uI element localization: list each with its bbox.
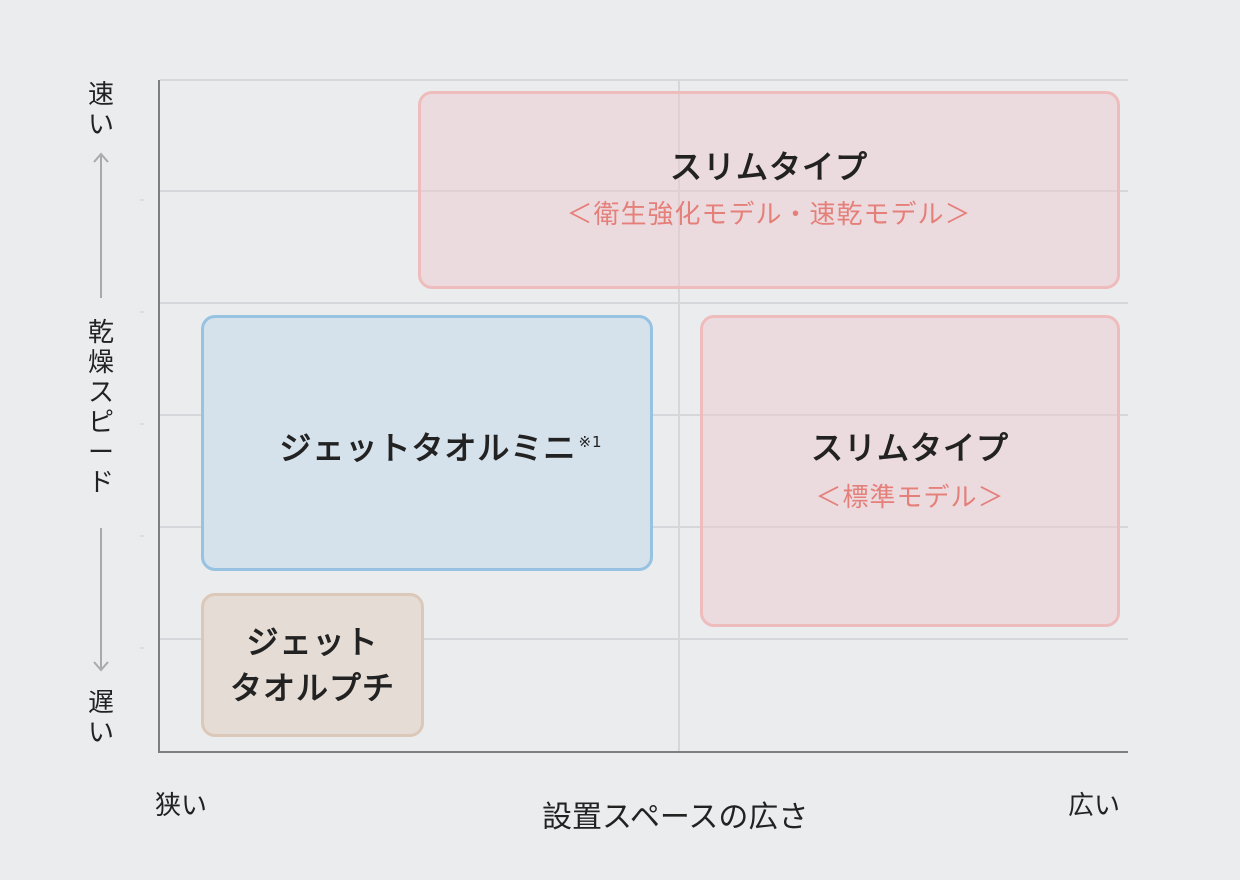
x-axis-right-label: 広い: [1068, 791, 1121, 821]
box-subtitle: ＜標準モデル＞: [815, 483, 1005, 513]
gridline-h: [160, 79, 1128, 81]
tick: [140, 423, 144, 425]
tick: [140, 647, 144, 649]
box-slim-standard: スリムタイプ ＜標準モデル＞: [700, 315, 1120, 627]
box-title: スリムタイプ: [810, 429, 1009, 467]
tick: [140, 535, 144, 537]
gridline-h: [160, 190, 1128, 192]
box-title-line2: タオルプチ: [229, 669, 395, 707]
arrow-up-icon: [93, 152, 109, 163]
gridline-v: [678, 80, 680, 752]
box-jet-petit: ジェット タオルプチ: [201, 593, 424, 737]
box-subtitle: ＜衛生強化モデル・速乾モデル＞: [566, 200, 972, 230]
x-axis-title: 設置スペースの広さ: [542, 800, 809, 835]
box-jet-mini: ジェットタオルミニ※1: [201, 315, 653, 571]
x-axis-left-label: 狭い: [155, 791, 208, 821]
footnote-mark: ※1: [578, 433, 603, 451]
tick: [140, 311, 144, 313]
arrow-down-icon: [93, 661, 109, 672]
arrow-up-line: [100, 156, 102, 298]
arrow-down-line: [100, 528, 102, 668]
x-axis-line: [158, 751, 1128, 753]
gridline-h: [160, 638, 1128, 640]
tick: [140, 199, 144, 201]
y-axis-bottom-label: 遅い: [87, 688, 114, 748]
y-axis-top-label: 速い: [87, 80, 114, 140]
gridline-h: [160, 302, 1128, 304]
box-title-line1: ジェット: [246, 623, 379, 661]
box-title: スリムタイプ: [669, 148, 868, 186]
y-axis-line: [158, 80, 160, 753]
box-title: ジェットタオルミニ※1: [251, 426, 602, 470]
box-slim-fast: スリムタイプ ＜衛生強化モデル・速乾モデル＞: [418, 91, 1120, 289]
y-axis-title: 乾燥スピード: [87, 318, 114, 498]
box-title-text: ジェットタオルミニ: [279, 429, 577, 467]
